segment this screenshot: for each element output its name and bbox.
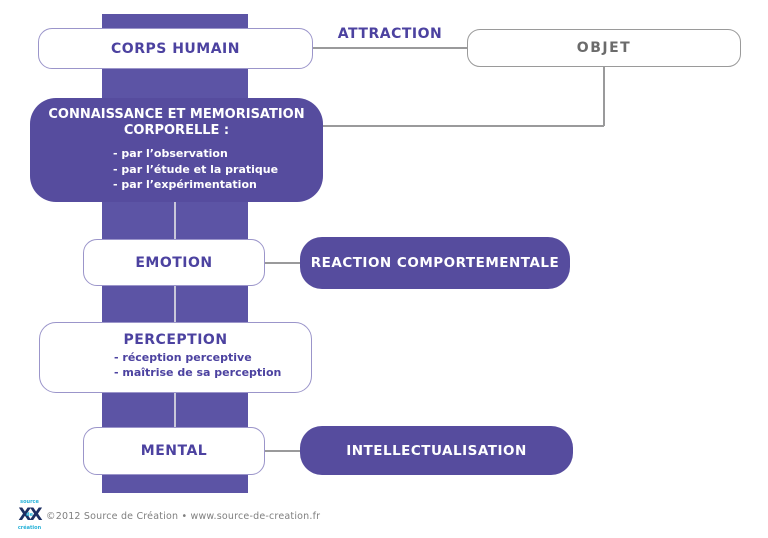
logo-word-de: de — [26, 512, 33, 518]
connaissance-bullet: - par l’étude et la pratique — [113, 162, 279, 176]
node-objet-label: OBJET — [576, 40, 632, 56]
footer: source XX de création ©2012 Source de Cr… — [15, 499, 320, 533]
connector-emotion-to-reaction — [265, 262, 300, 264]
connaissance-title-line2: CORPORELLE : — [123, 123, 230, 138]
node-perception: PERCEPTION - réception perceptive - maît… — [39, 322, 312, 393]
connector-emotion-to-perception — [174, 286, 176, 322]
node-perception-title: PERCEPTION — [123, 332, 228, 348]
logo-xx-mark: XX — [18, 505, 42, 525]
connector-connaissance-to-emotion — [174, 202, 176, 239]
connector-perception-to-mental — [174, 393, 176, 427]
connaissance-bullet: - par l’expérimentation — [113, 178, 257, 191]
connaissance-bullet-list: - par l’observation - par l’étude et la … — [30, 146, 323, 193]
logo-word-source: source — [20, 499, 39, 505]
node-intellectualisation: INTELLECTUALISATION — [300, 426, 573, 475]
node-mental: MENTAL — [83, 427, 265, 475]
node-connaissance: CONNAISSANCE ET MEMORISATION CORPORELLE … — [30, 98, 323, 202]
node-objet: OBJET — [467, 29, 741, 67]
node-corps-humain: CORPS HUMAIN — [38, 28, 313, 69]
connaissance-title-line1: CONNAISSANCE ET MEMORISATION — [48, 107, 305, 122]
copyright-text: ©2012 Source de Création • www.source-de… — [46, 510, 321, 522]
perception-bullet: - réception perceptive — [114, 351, 252, 364]
source-de-creation-logo: source XX de création — [15, 499, 44, 533]
node-mental-label: MENTAL — [140, 443, 208, 459]
connector-corps-to-objet — [313, 47, 467, 49]
connector-mental-to-intellectualisation — [265, 450, 300, 452]
node-corps-humain-label: CORPS HUMAIN — [111, 40, 240, 57]
perception-bullet-list: - réception perceptive - maîtrise de sa … — [40, 350, 311, 380]
node-emotion: EMOTION — [83, 239, 265, 286]
perception-bullet: - maîtrise de sa perception — [114, 366, 282, 379]
connector-objet-to-connaissance — [323, 125, 604, 127]
logo-word-creation: création — [17, 525, 42, 531]
connaissance-bullet: - par l’observation — [113, 147, 228, 160]
node-reaction-comportementale: REACTION COMPORTEMENTALE — [300, 237, 570, 289]
node-intellectualisation-label: INTELLECTUALISATION — [346, 442, 527, 459]
attraction-label: ATTRACTION — [337, 26, 443, 42]
connector-objet-down — [603, 67, 605, 126]
node-emotion-label: EMOTION — [135, 254, 213, 271]
node-reaction-label: REACTION COMPORTEMENTALE — [310, 255, 560, 271]
node-connaissance-title: CONNAISSANCE ET MEMORISATION CORPORELLE … — [30, 107, 323, 139]
